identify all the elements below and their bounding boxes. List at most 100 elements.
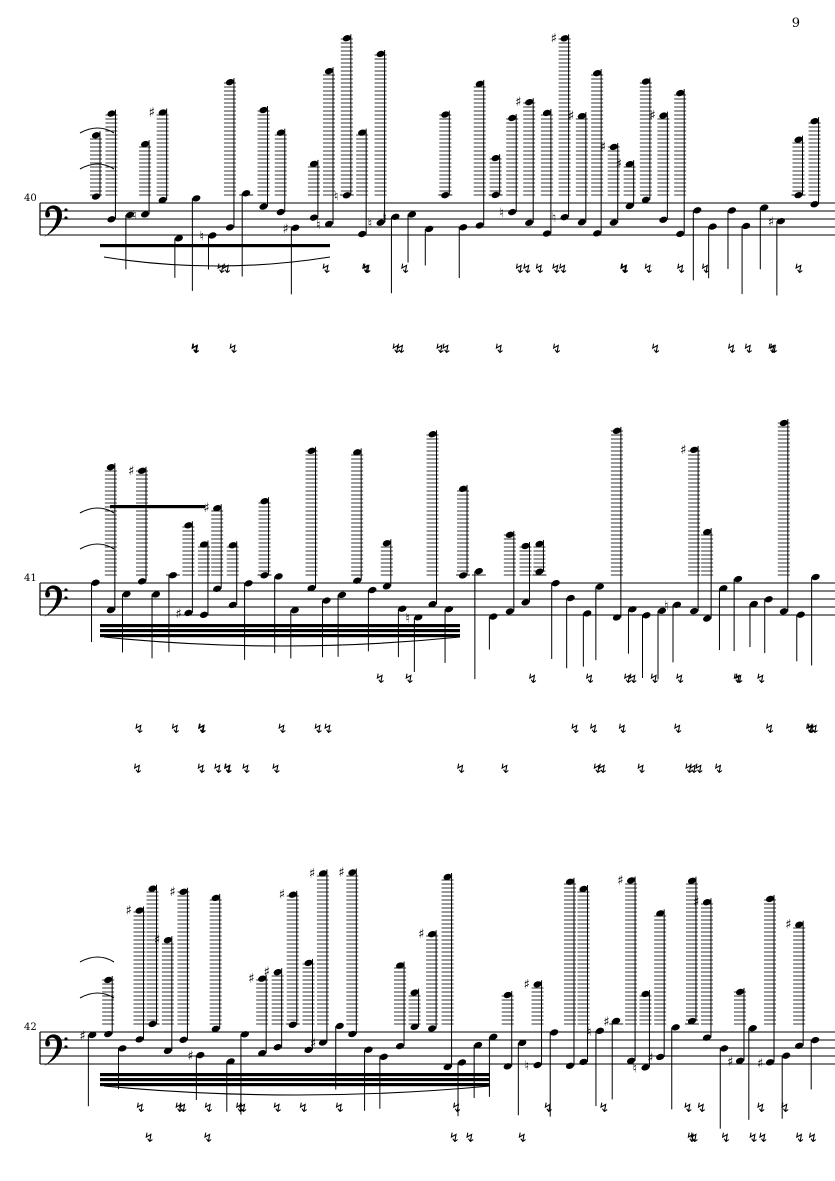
note-head (625, 161, 634, 168)
note-head (612, 614, 621, 621)
beam (100, 1073, 490, 1077)
sharp-icon: ♮ (664, 599, 669, 614)
note-head (318, 1039, 327, 1046)
sharp-icon: ♮ (132, 208, 137, 223)
note-head (226, 1058, 235, 1065)
note-head (274, 573, 283, 580)
note-head (795, 1042, 804, 1049)
quarter-rest-icon: ↯ (514, 262, 525, 277)
quarter-rest-icon: ↯ (686, 1131, 697, 1146)
quarter-rest-icon: ↯ (755, 1101, 766, 1116)
quarter-rest-icon: ↯ (766, 342, 777, 357)
note-head (474, 568, 483, 575)
note-head (443, 873, 452, 881)
quarter-rest-icon: ↯ (455, 762, 466, 777)
natural-icon: ♯ (768, 215, 774, 230)
note-head (533, 981, 542, 988)
note-head (641, 1064, 650, 1071)
note-head (703, 615, 712, 622)
sharp-icon: ♯ (279, 888, 285, 903)
note-head (410, 1023, 419, 1031)
slur (103, 256, 331, 267)
note-head (734, 575, 743, 583)
quarter-rest-icon: ↯ (134, 722, 145, 737)
note-head (525, 98, 534, 106)
note-head (358, 230, 367, 238)
quarter-rest-icon: ↯ (683, 762, 694, 777)
sharp-icon: ♯ (149, 105, 155, 120)
note-head (228, 601, 237, 609)
note-head (489, 613, 498, 620)
note-head (441, 111, 450, 118)
note-head (693, 207, 702, 214)
quarter-rest-icon: ↯ (592, 762, 603, 777)
note-head (163, 1047, 172, 1054)
quarter-rest-icon: ↯ (237, 1101, 248, 1116)
bass-clef-icon (44, 1034, 68, 1066)
note-head (595, 1027, 605, 1035)
note-head (550, 1029, 559, 1036)
note-head (91, 579, 100, 586)
note-head (322, 597, 331, 604)
quarter-rest-icon: ↯ (360, 262, 371, 277)
beam (100, 624, 460, 628)
note-head (107, 216, 116, 223)
note-head (641, 78, 650, 85)
note-head (353, 577, 362, 584)
note-head (533, 1061, 542, 1069)
note-head (672, 601, 682, 608)
note-head (318, 870, 327, 877)
tie (79, 992, 115, 999)
note-head (240, 1031, 250, 1038)
note-head (609, 219, 618, 226)
note-head (211, 1025, 220, 1033)
note-head (583, 610, 592, 617)
note-head (595, 583, 604, 590)
note-head (727, 207, 737, 214)
note-head (91, 193, 101, 200)
tie (79, 127, 115, 134)
note-head (459, 224, 468, 231)
note-head (795, 921, 804, 928)
natural-icon: ♮ (316, 218, 321, 233)
bass-clef-icon (44, 585, 68, 617)
note-head (542, 230, 551, 237)
quarter-rest-icon: ↯ (569, 722, 580, 737)
quarter-rest-icon: ↯ (464, 1131, 475, 1146)
note-head (106, 463, 115, 471)
note-head (348, 1030, 357, 1038)
sharp-icon: ♯ (169, 885, 175, 900)
note-head (659, 112, 668, 119)
quarter-rest-icon: ↯ (271, 762, 282, 777)
measure-number: 40 (24, 193, 37, 204)
quarter-rest-icon: ↯ (521, 262, 532, 277)
sharp-icon: ♯ (649, 109, 655, 124)
note-head (106, 606, 115, 614)
note-head (179, 1036, 188, 1044)
sharp-icon: ♮ (525, 1059, 530, 1074)
quarter-rest-icon: ↯ (223, 762, 234, 777)
beam (100, 1078, 490, 1082)
quarter-rest-icon: ↯ (500, 762, 511, 777)
clef-body (44, 1034, 62, 1066)
quarter-rest-icon: ↯ (807, 1131, 818, 1146)
note-head (475, 80, 484, 88)
quarter-rest-icon: ↯ (375, 672, 386, 687)
tie (79, 507, 115, 514)
measure-number: 42 (24, 1022, 37, 1033)
sharp-icon: ♯ (693, 895, 699, 910)
note-head (671, 1024, 680, 1031)
quarter-rest-icon: ↯ (779, 1101, 790, 1116)
note-head (593, 69, 602, 77)
quarter-rest-icon: ↯ (643, 262, 654, 277)
quarter-rest-icon: ↯ (144, 1131, 155, 1146)
note-head (137, 578, 147, 585)
note-head (364, 1046, 373, 1053)
sharp-icon: ♯ (128, 464, 134, 479)
note-head (184, 522, 193, 529)
quarter-rest-icon: ↯ (234, 1101, 245, 1116)
sharp-icon: ♯ (680, 443, 686, 458)
quarter-rest-icon: ↯ (743, 342, 754, 357)
quarter-rest-icon: ↯ (768, 342, 779, 357)
